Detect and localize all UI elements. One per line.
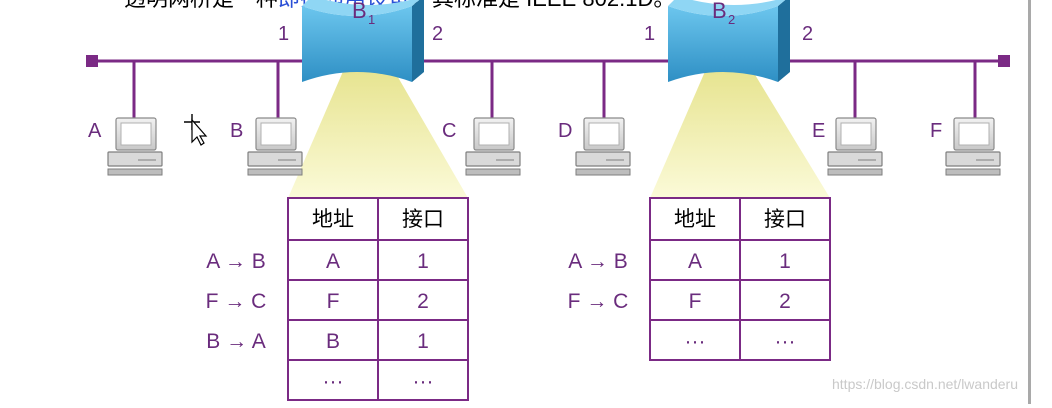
host-label: E (812, 120, 825, 142)
table-cell: 1 (417, 250, 429, 273)
hosts-layer: A B C D E F (88, 117, 1001, 176)
header-prefix: 透明网桥是一种 (124, 0, 278, 11)
host-label: F (930, 120, 942, 142)
table-cell: A (326, 250, 340, 273)
bridge-b2-port-left: 1 (644, 23, 655, 45)
bus-terminator-right (998, 55, 1010, 67)
cursor-icon (184, 114, 208, 146)
bridge-b1-label: B (352, 0, 367, 23)
watermark: https://blog.csdn.net/lwanderu (832, 376, 1019, 392)
address-table-b2: 地址 接口 A 1F 2 ··· ··· A → B F → C (568, 197, 831, 361)
frame-direction-label: A → B (206, 250, 266, 273)
bridge-b1-port-left: 1 (278, 23, 289, 45)
table-cell: A (688, 250, 702, 273)
bridge-b1-subscript: 1 (368, 12, 375, 27)
bridge-b2-subscript: 2 (728, 12, 735, 27)
host-e: E (812, 117, 883, 176)
beam-b1 (288, 60, 468, 198)
table-cell: ··· (323, 370, 344, 393)
computer-icon (827, 117, 883, 176)
table-cell: ··· (413, 370, 434, 393)
host-label: C (442, 120, 456, 142)
bridge-b1-port-right: 2 (432, 23, 443, 45)
host-label: D (558, 120, 572, 142)
bridge-b2-port-right: 2 (802, 23, 813, 45)
table-cell: 2 (779, 290, 791, 313)
table-cell: F (327, 290, 340, 313)
computer-icon (465, 117, 521, 176)
table-cell: 1 (779, 250, 791, 273)
table-cell: 2 (417, 290, 429, 313)
computer-icon (945, 117, 1001, 176)
table-header-cell: 接口 (764, 208, 806, 231)
computer-icon (107, 117, 163, 176)
bridge-b1: B 1 (302, 0, 424, 82)
computer-icon (575, 117, 631, 176)
host-b: B (230, 117, 303, 176)
host-f: F (930, 117, 1001, 176)
table-cell: ··· (685, 330, 706, 353)
frame-direction-label: A → B (568, 250, 628, 273)
table-header-cell: 地址 (674, 208, 716, 231)
table-header-cell: 接口 (402, 208, 444, 231)
frame-direction-label: F → C (568, 290, 629, 313)
host-label: A (88, 120, 102, 142)
header-suffix: ，其标准是 IEEE 802.1D。 (410, 0, 675, 11)
table-header-cell: 地址 (312, 208, 354, 231)
bridge-b2-label: B (712, 0, 727, 23)
table-cell: B (326, 330, 340, 353)
table-cell: 1 (417, 330, 429, 353)
host-label: B (230, 120, 243, 142)
host-d: D (558, 117, 631, 176)
computer-icon (247, 117, 303, 176)
frame-direction-label: F → C (206, 290, 267, 313)
host-c: C (442, 117, 521, 176)
table-cell: ··· (775, 330, 796, 353)
right-border (1028, 0, 1031, 404)
frame-direction-label: B → A (206, 330, 266, 353)
bus-terminator-left (86, 55, 98, 67)
table-cell: F (689, 290, 702, 313)
beam-b2 (650, 60, 830, 198)
bridge-b2: B 2 (668, 0, 790, 82)
host-a: A (88, 117, 163, 176)
